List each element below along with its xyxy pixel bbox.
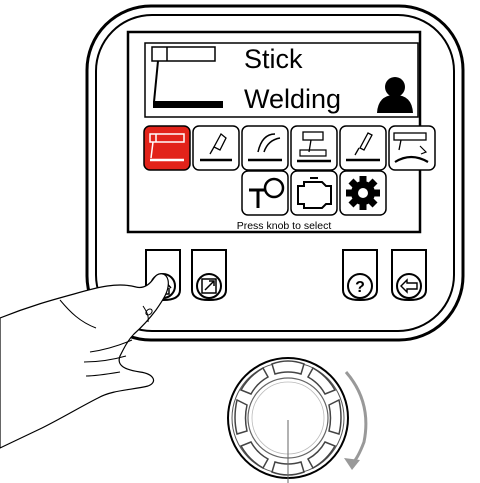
knob-body[interactable] [228, 358, 348, 483]
